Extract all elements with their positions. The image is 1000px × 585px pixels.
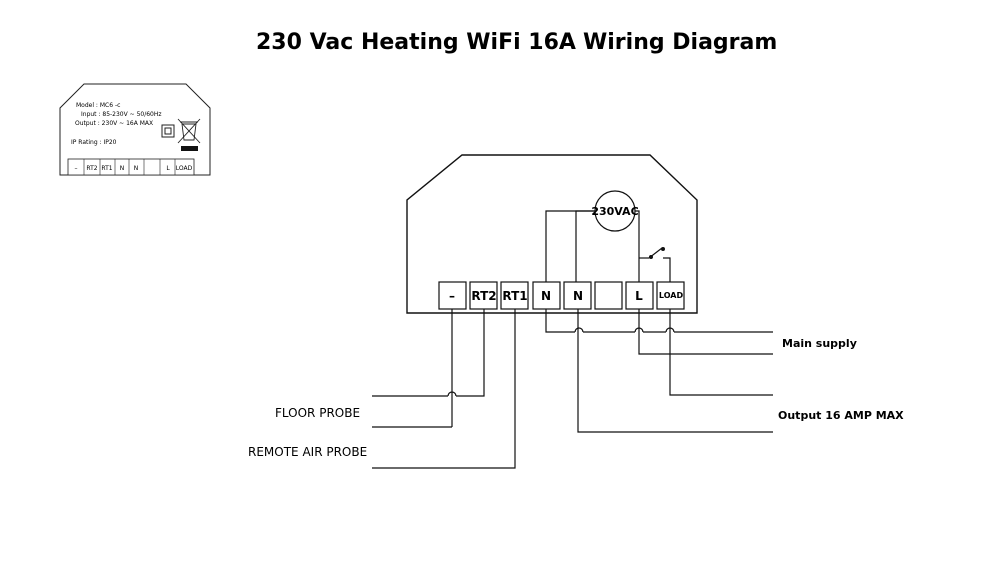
label-terminal-strip: – RT2 RT1 N N L LOAD — [67, 158, 195, 176]
terminal-minus: – — [449, 289, 455, 303]
mini-term-8: LOAD — [176, 165, 193, 172]
mini-term-3: RT1 — [101, 165, 112, 172]
mini-term-4: N — [120, 165, 125, 172]
label-input: Input : 85-230V ~ 50/60Hz — [81, 111, 162, 118]
output-label: Output 16 AMP MAX — [778, 409, 904, 422]
mini-term-1: – — [75, 165, 78, 172]
supply-circle-label: 230VAC — [591, 205, 638, 218]
supply-circle: 230VAC — [591, 190, 639, 232]
terminal-n1: N — [541, 289, 551, 303]
diagram-title: 230 Vac Heating WiFi 16A Wiring Diagram — [0, 30, 1000, 70]
remote-air-probe-label: REMOTE AIR PROBE — [248, 445, 367, 459]
weee-bin-icon — [177, 118, 201, 151]
double-insulation-icon — [161, 124, 175, 138]
main-supply-label: Main supply — [782, 337, 857, 350]
terminal-load: LOAD — [659, 291, 684, 300]
terminal-l: L — [635, 289, 643, 303]
terminal-box-rt1 — [500, 281, 529, 310]
internal-wiring — [545, 210, 671, 282]
floor-probe-label: FLOOR PROBE — [275, 406, 360, 420]
device-label-thumbnail: Model : MC6 -c Input : 85-230V ~ 50/60Hz… — [59, 83, 211, 176]
terminal-box-rt2 — [469, 281, 498, 310]
mini-term-7: L — [166, 165, 170, 172]
title-part-1: 230 Vac Heating WiFi 16A — [256, 30, 576, 55]
label-output: Output : 230V ~ 16A MAX — [75, 120, 153, 127]
label-ip-rating: IP Rating : IP20 — [71, 139, 117, 146]
label-model: Model : MC6 -c — [76, 102, 120, 109]
terminal-box-n2 — [563, 281, 592, 310]
relay-switch-contacts — [649, 247, 665, 259]
terminal-box-n1 — [532, 281, 561, 310]
mini-term-5: N — [134, 165, 139, 172]
terminal-box-minus — [438, 281, 467, 310]
title-part-2: Wiring Diagram — [583, 30, 778, 55]
terminal-rt2: RT2 — [471, 289, 496, 303]
terminal-rt1: RT1 — [502, 289, 527, 303]
external-wiring — [372, 309, 773, 469]
terminal-n2: N — [573, 289, 583, 303]
mini-term-2: RT2 — [86, 165, 97, 172]
terminal-box-empty — [594, 281, 623, 310]
